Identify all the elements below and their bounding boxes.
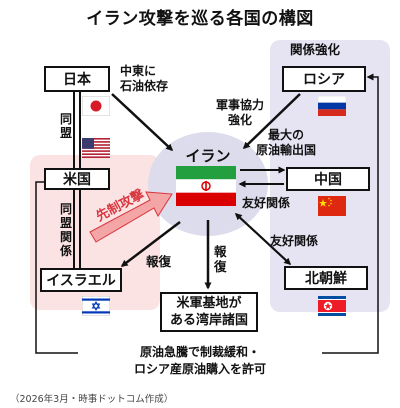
israel-box: イスラエル <box>40 268 122 292</box>
nk-iran-label: 友好関係 <box>270 234 319 248</box>
china-iran-label: 最大の 原油輸出国 <box>256 128 317 157</box>
china-box: 中国 <box>286 167 370 191</box>
retaliation-bases-label-2: 復 <box>214 259 227 274</box>
japan-iran-arrow <box>111 93 174 152</box>
china-flag-icon <box>318 196 346 216</box>
japan-box: 日本 <box>44 66 110 92</box>
russia-iran-arrow <box>242 93 301 150</box>
japan-usa-label-1: 同 <box>60 112 73 126</box>
usa-israel-label-3: 関 <box>60 230 73 244</box>
russia-iran-label: 軍事協力 強化 <box>216 98 265 127</box>
russia-flag-icon <box>318 96 346 116</box>
cooperation-group-label: 関係強化 <box>290 42 341 57</box>
japan-usa-label-2: 盟 <box>60 126 73 140</box>
iran-label: イラン <box>185 147 231 165</box>
north-korea-box: 北朝鮮 <box>284 266 368 290</box>
north-korea-flag-icon <box>318 296 346 316</box>
japan-iran-label: 中東に 石油依存 <box>120 64 169 93</box>
preemptive-strike-arrow <box>89 191 173 243</box>
japan-flag-icon <box>82 96 110 116</box>
usa-box: 米国 <box>44 168 110 190</box>
iran-flag-icon <box>176 166 236 206</box>
us-bases-box: 米軍基地が ある湾岸諸国 <box>160 292 258 332</box>
nk-iran-arrow <box>234 212 291 265</box>
china-iran-friendly-label: 友好関係 <box>242 196 291 210</box>
russia-box: ロシア <box>282 66 366 92</box>
usa-flag-icon <box>82 138 110 158</box>
usa-israel-label-2: 盟 <box>60 216 73 230</box>
retaliation-israel-arrow <box>120 221 181 267</box>
source-caption: （2026年3月・時事ドットコム作成） <box>10 394 174 405</box>
retaliation-bases-label-1: 報 <box>214 244 227 259</box>
retaliation-israel-label: 報復 <box>146 254 172 269</box>
page-title: イラン攻撃を巡る各国の構図 <box>86 9 314 29</box>
israel-flag-icon <box>82 296 110 316</box>
sanctions-note: 原油急騰で制裁緩和・ ロシア産原油購入を許可 <box>78 344 322 378</box>
usa-israel-label-1: 同 <box>60 202 73 216</box>
usa-israel-label-4: 係 <box>60 244 73 258</box>
